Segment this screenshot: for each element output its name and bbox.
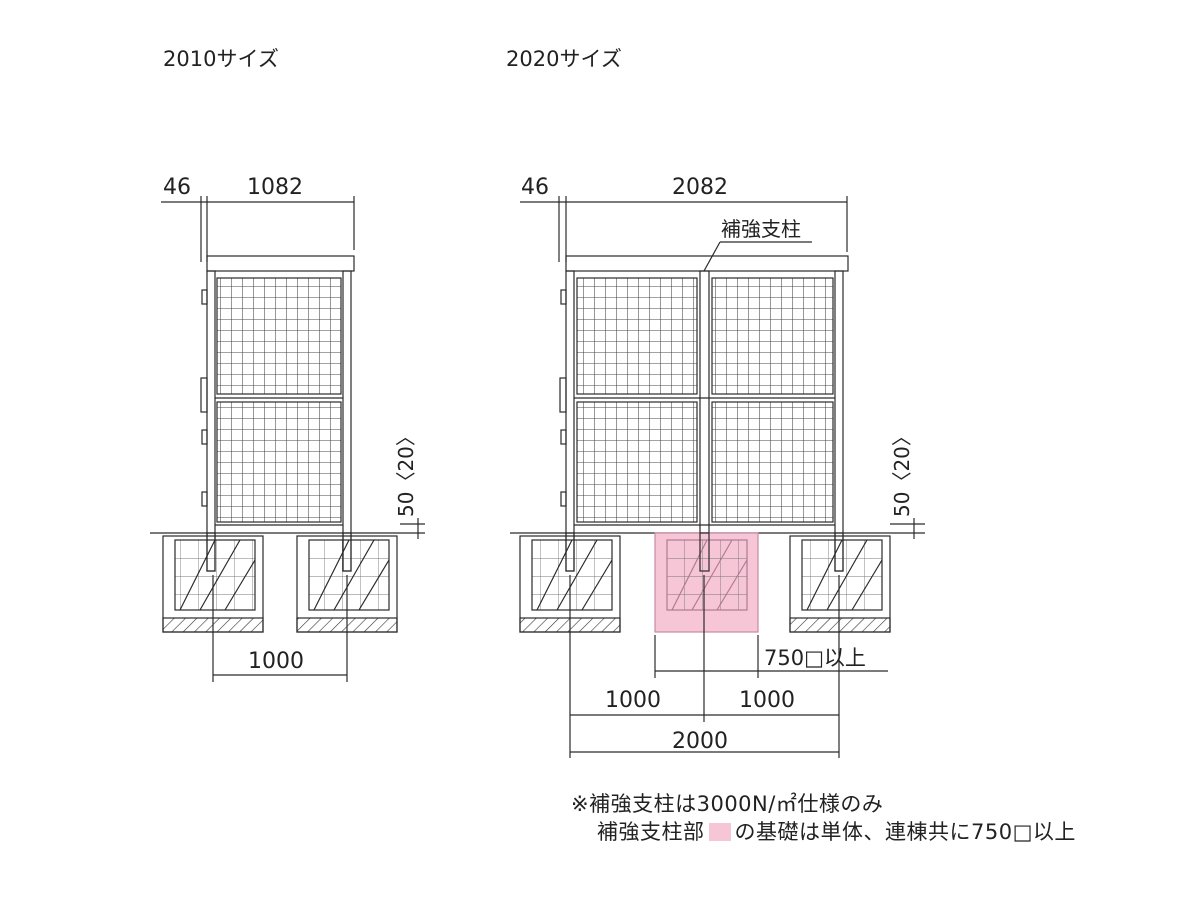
dim-left-offset-2020: 46 [521, 175, 549, 200]
note-line-1: ※補強支柱は3000N/㎡仕様のみ [571, 792, 884, 816]
dim-post-span-2010: 1000 [248, 649, 304, 674]
dim-span-left: 1000 [605, 688, 661, 713]
dim-height-note-2010: 50〈20〉 [394, 426, 418, 517]
dim-width-2010: 1082 [247, 175, 303, 200]
diagram-title-2010: 2010サイズ [163, 47, 279, 71]
dim-height-note-2020: 50〈20〉 [890, 426, 914, 517]
diagram-title-2020: 2020サイズ [506, 47, 622, 71]
note-line-2-prefix: 補強支柱部 [597, 820, 705, 844]
diagram-2010 [150, 196, 425, 682]
highlight-swatch [708, 823, 731, 841]
dim-width-2020: 2082 [672, 175, 728, 200]
dim-span-right: 1000 [739, 688, 795, 713]
note-line-2: 補強支柱部 の基礎は単体、連棟共に750□以上 [597, 816, 1076, 846]
dim-left-offset-2010: 46 [163, 175, 191, 200]
note-line-2-suffix: の基礎は単体、連棟共に750□以上 [734, 820, 1076, 844]
dim-foundation-size: 750□以上 [764, 646, 866, 670]
dim-total-span: 2000 [672, 729, 728, 754]
diagram-2020 [510, 196, 925, 758]
reinforcement-post-label: 補強支柱 [721, 217, 801, 241]
